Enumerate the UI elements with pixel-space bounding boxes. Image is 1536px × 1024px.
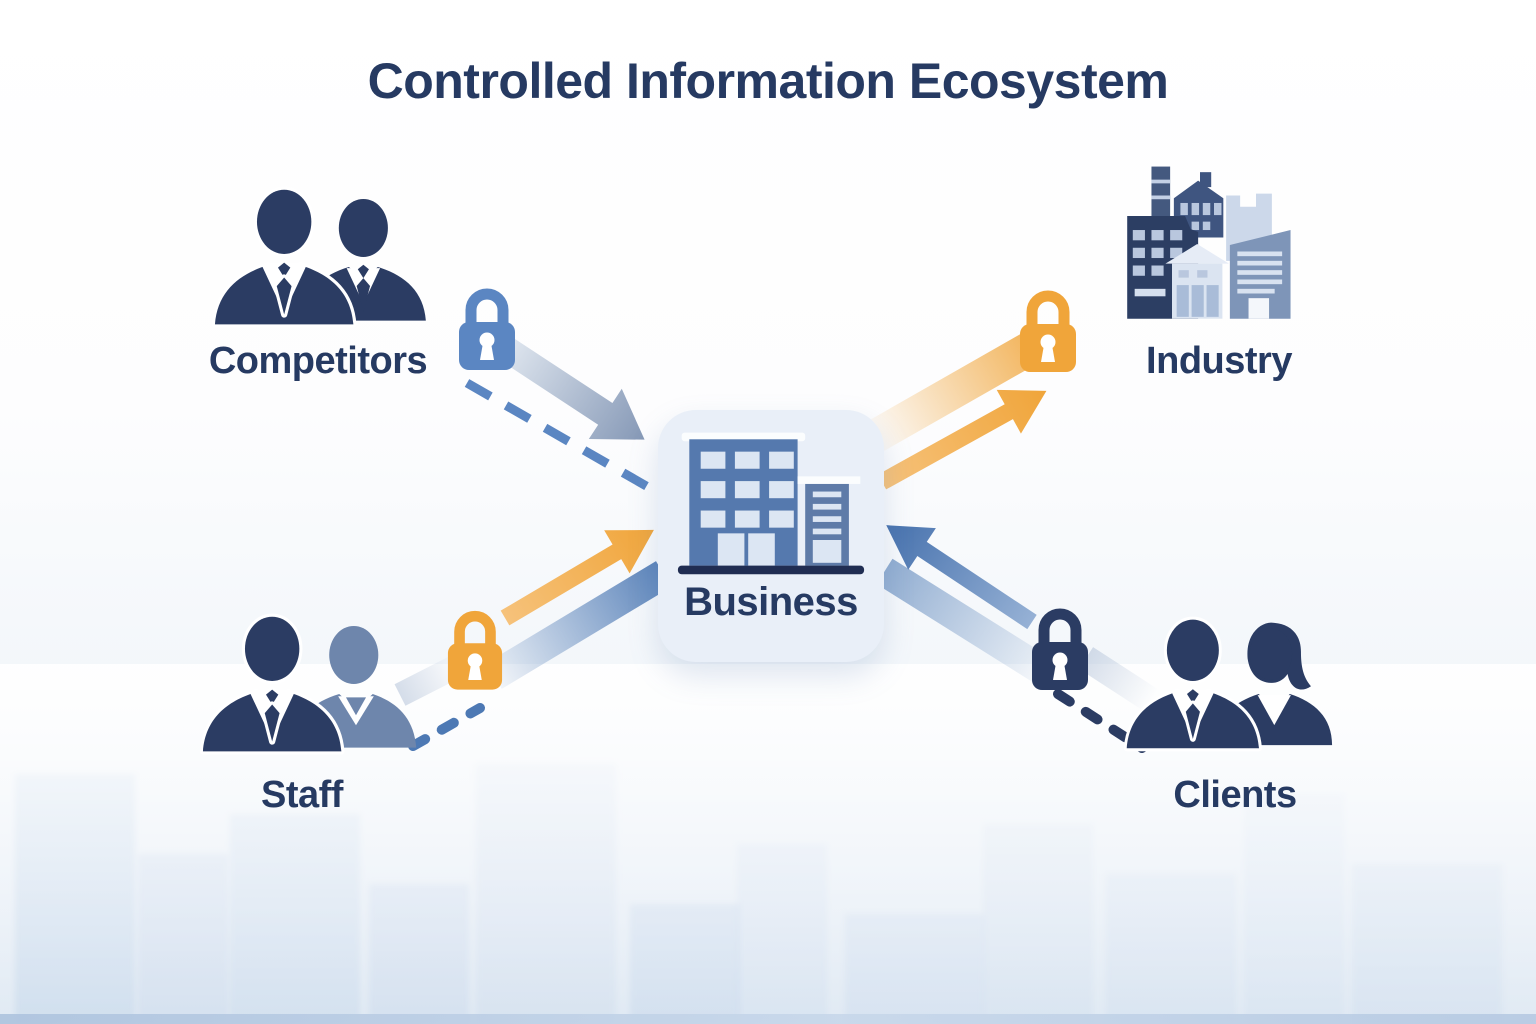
business-node-card: Business [658,410,884,662]
lock-icon-industry [1020,290,1076,372]
lock-icon-competitors [459,288,515,370]
lock-icon-clients [1032,608,1088,690]
staff-label: Staff [261,774,343,816]
clients-icon [1122,608,1333,763]
diagram-title: Controlled Information Ecosystem [367,53,1169,109]
competitors-icon [210,182,426,334]
staff-icon [198,610,417,760]
industry-label: Industry [1146,340,1292,382]
industry-buildings-icon [1127,166,1291,319]
lock-icon-staff [447,610,503,690]
clients-label: Clients [1173,774,1297,816]
bottom-accent-strip [0,1014,1536,1024]
business-label: Business [684,580,858,624]
competitors-label: Competitors [208,340,428,382]
business-building-icon [677,432,865,575]
